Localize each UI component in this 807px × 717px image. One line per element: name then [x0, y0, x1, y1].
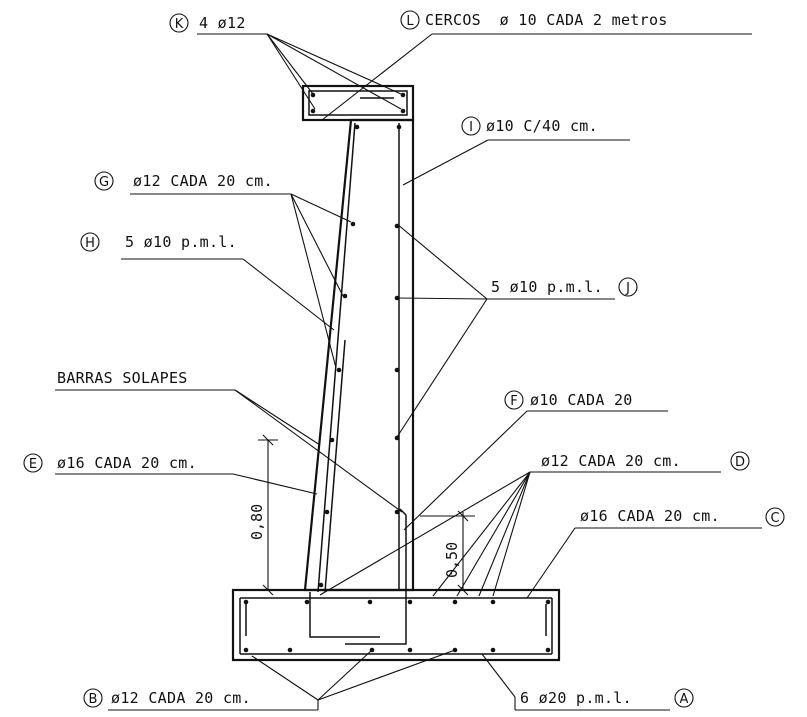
callout-c-text: ø16 CADA 20 cm.	[580, 507, 720, 525]
svg-text:B: B	[89, 692, 98, 707]
reinforcement	[239, 90, 553, 655]
callout-k: K 4 ø12	[169, 13, 267, 35]
callout-l-text: CERCOS ø 10 CADA 2 metros	[425, 11, 668, 29]
callout-l: L CERCOS ø 10 CADA 2 metros	[400, 10, 752, 35]
callout-f-text: ø10 CADA 20	[530, 391, 633, 409]
svg-text:C: C	[770, 511, 779, 526]
callout-b-text: ø12 CADA 20 cm.	[111, 689, 251, 707]
callout-e: E ø16 CADA 20 cm.	[23, 453, 233, 475]
callout-c: ø16 CADA 20 cm. C	[575, 507, 785, 529]
callout-g-text: ø12 CADA 20 cm.	[133, 172, 273, 190]
footing	[231, 588, 561, 662]
callout-a: 6 ø20 p.m.l. A	[514, 688, 694, 711]
dimension-stem-lap-value: 0,80	[248, 504, 266, 540]
callout-b: B ø12 CADA 20 cm.	[83, 688, 319, 711]
coping-stirrup	[308, 90, 408, 116]
callout-j: 5 ø10 p.m.l. J	[487, 277, 638, 300]
callout-barras-text: BARRAS SOLAPES	[57, 369, 188, 387]
leader-lines	[232, 33, 576, 701]
svg-text:F: F	[510, 394, 517, 409]
stem-distribution-bars	[318, 124, 402, 588]
callout-i-text: ø10 C/40 cm.	[486, 117, 598, 135]
footing-longitudinal-bars	[243, 599, 551, 653]
svg-text:G: G	[99, 175, 109, 190]
callout-g: G ø12 CADA 20 cm.	[94, 171, 291, 195]
callout-k-text: 4 ø12	[199, 14, 246, 32]
svg-text:K: K	[175, 17, 184, 32]
svg-text:D: D	[735, 455, 745, 470]
svg-text:I: I	[469, 120, 473, 135]
callout-h-text: 5 ø10 p.m.l.	[125, 233, 237, 251]
wall-stem	[303, 118, 415, 592]
callout-f: F ø10 CADA 20	[504, 390, 668, 412]
callout-barras-solapes: BARRAS SOLAPES	[55, 369, 235, 391]
callout-a-text: 6 ø20 p.m.l.	[520, 689, 632, 707]
callout-j-text: 5 ø10 p.m.l.	[491, 278, 603, 296]
callout-d-text: ø12 CADA 20 cm.	[541, 452, 681, 470]
svg-text:H: H	[85, 236, 95, 251]
callout-h: H 5 ø10 p.m.l.	[80, 232, 243, 260]
stem-starter-bar	[309, 592, 380, 638]
dimension-heel-lap-value: 0,50	[443, 542, 461, 578]
svg-text:E: E	[29, 457, 37, 472]
svg-text:J: J	[625, 281, 630, 296]
svg-text:L: L	[406, 14, 414, 29]
svg-text:A: A	[680, 692, 689, 707]
callout-e-text: ø16 CADA 20 cm.	[57, 454, 197, 472]
concrete-outline	[231, 84, 561, 662]
callout-i: I ø10 C/40 cm.	[461, 116, 630, 141]
callout-d: ø12 CADA 20 cm. D	[530, 451, 750, 473]
stem-inner-vertical-bar	[317, 122, 356, 593]
coping-longitudinal-bars	[310, 92, 406, 114]
dimension-stem-lap: 0,80	[248, 434, 278, 596]
